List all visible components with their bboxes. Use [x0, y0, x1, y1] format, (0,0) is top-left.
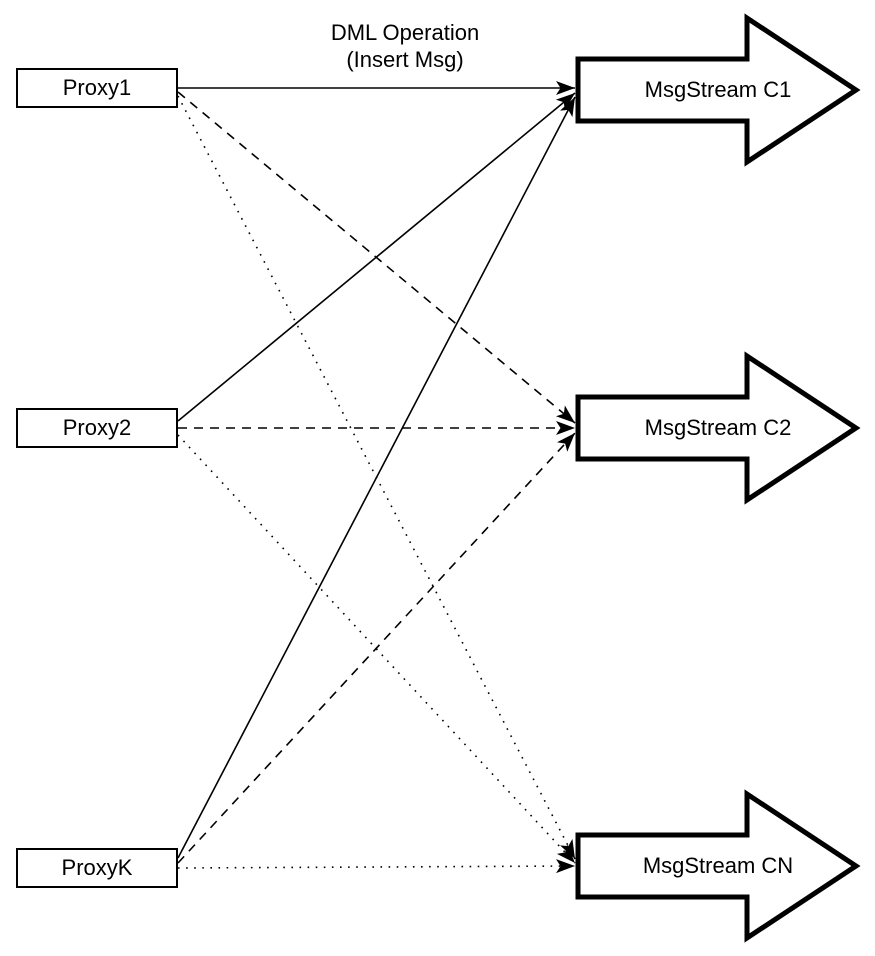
msgstream-c2-label: MsgStream C2 — [644, 415, 792, 440]
msgstream-cn-arrow-shape — [575, 789, 861, 943]
proxy1-label: Proxy1 — [62, 75, 132, 100]
proxyk-node: ProxyK — [16, 848, 178, 888]
msgstream-c1-arrow-shape — [575, 13, 861, 167]
dml-operation-note-line1: DML Operation — [330, 20, 480, 45]
connector-proxyk-to-msgstream-c2 — [177, 432, 576, 864]
connector-proxy1-to-msgstream-c2 — [177, 91, 576, 424]
msgstream-arrows-group — [575, 13, 861, 943]
proxy1-node: Proxy1 — [16, 68, 178, 108]
connections-group — [177, 81, 576, 874]
proxy2-label: Proxy2 — [62, 415, 132, 440]
connector-proxy2-to-msgstream-cn — [177, 434, 576, 864]
proxy2-node: Proxy2 — [16, 408, 178, 448]
msgstream-c1-label: MsgStream C1 — [644, 77, 792, 102]
connector-proxyk-to-msgstream-cn — [177, 859, 576, 874]
connector-proxy1-to-msgstream-cn — [177, 95, 576, 860]
dml-operation-note: DML Operation (Insert Msg) — [255, 20, 555, 74]
msgstream-cn-label: MsgStream CN — [642, 853, 794, 878]
dml-operation-note-line2: (Insert Msg) — [346, 46, 464, 72]
msgstream-c2-arrow-shape — [575, 351, 861, 505]
proxyk-label: ProxyK — [61, 855, 133, 880]
